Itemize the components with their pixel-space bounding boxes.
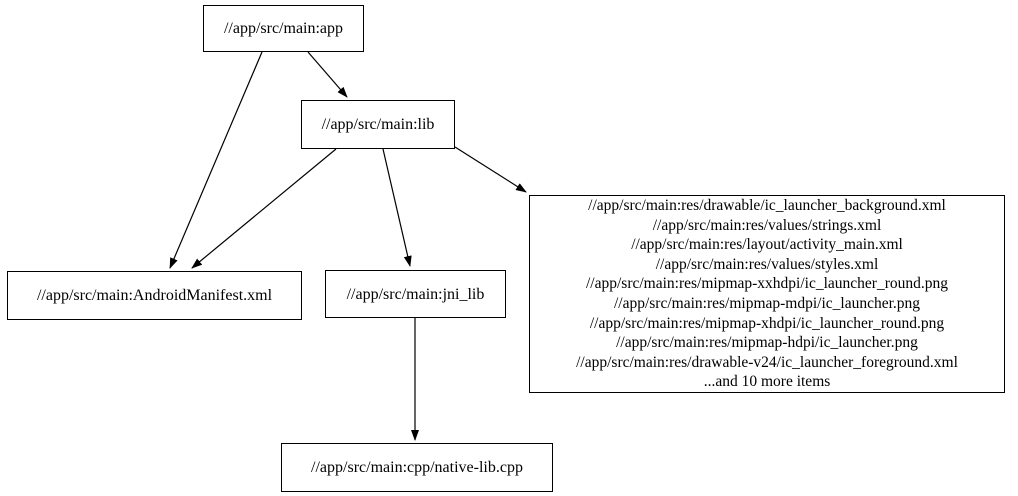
node-jni-lib: //app/src/main:jni_lib <box>325 270 506 318</box>
node-app-label: //app/src/main:app <box>223 20 344 37</box>
res-file-line: //app/src/main:res/mipmap-hdpi/ic_launch… <box>616 334 918 352</box>
res-file-line: //app/src/main:res/values/styles.xml <box>655 255 879 273</box>
node-jni-lib-label: //app/src/main:jni_lib <box>346 285 485 303</box>
res-file-line: //app/src/main:res/values/strings.xml <box>652 216 882 234</box>
node-app: //app/src/main:app <box>203 5 364 52</box>
res-file-line: //app/src/main:res/layout/activity_main.… <box>631 236 903 254</box>
res-file-line: //app/src/main:res/mipmap-mdpi/ic_launch… <box>613 295 921 312</box>
edge-app-to-lib <box>307 51 348 98</box>
edge-lib-to-jni-lib <box>382 148 412 267</box>
node-lib-label: //app/src/main:lib <box>321 116 435 133</box>
res-file-line: //app/src/main:res/mipmap-xhdpi/ic_launc… <box>589 314 945 332</box>
edge-lib-to-res-group <box>454 146 527 193</box>
res-file-line: //app/src/main:res/drawable/ic_launcher_… <box>588 197 946 215</box>
edge-lib-to-manifest <box>191 148 337 269</box>
node-android-manifest-label: //app/src/main:AndroidManifest.xml <box>36 287 273 304</box>
res-file-line: //app/src/main:res/drawable-v24/ic_launc… <box>576 353 958 371</box>
edge-app-to-manifest <box>169 51 263 269</box>
node-android-manifest: //app/src/main:AndroidManifest.xml <box>7 271 302 320</box>
res-file-line: //app/src/main:res/mipmap-xxhdpi/ic_laun… <box>585 275 948 293</box>
res-more-items-line: ...and 10 more items <box>703 373 831 391</box>
node-res-files-group: //app/src/main:res/drawable/ic_launcher_… <box>529 195 1005 393</box>
node-native-lib-cpp-label: //app/src/main:cpp/native-lib.cpp <box>311 459 523 476</box>
node-native-lib-cpp: //app/src/main:cpp/native-lib.cpp <box>281 443 553 492</box>
node-lib: //app/src/main:lib <box>301 100 455 149</box>
